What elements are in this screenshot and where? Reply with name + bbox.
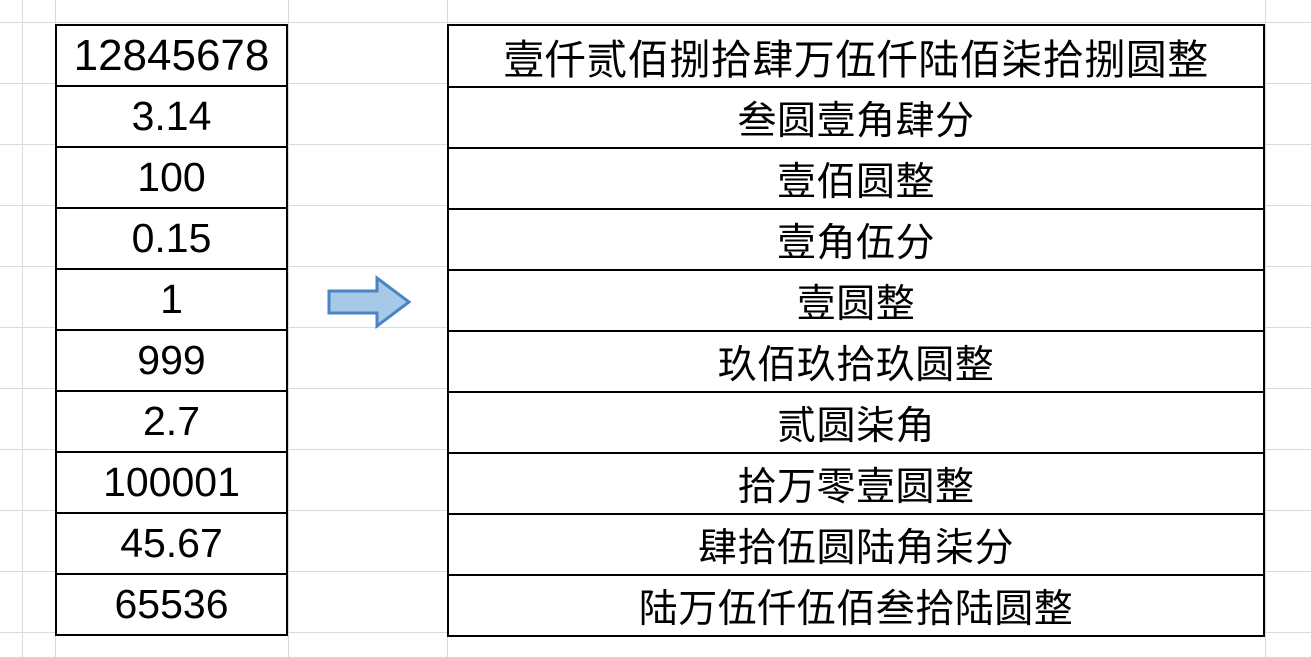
numbers-table-body: 12845678 3.14 100 0.15 1 999 2.7 100001 … — [55, 24, 288, 636]
gridline-vertical — [288, 0, 289, 657]
chinese-amount-cell[interactable]: 玖佰玖拾玖圆整 — [447, 330, 1265, 393]
right-arrow-shape — [327, 275, 412, 329]
chinese-amount-cell[interactable]: 叁圆壹角肆分 — [447, 86, 1265, 149]
table-row: 2.7 — [55, 390, 288, 453]
table-row: 0.15 — [55, 207, 288, 270]
number-cell[interactable]: 1 — [55, 268, 288, 331]
table-row: 肆拾伍圆陆角柒分 — [447, 513, 1265, 576]
number-cell[interactable]: 999 — [55, 329, 288, 392]
chinese-amount-cell[interactable]: 壹佰圆整 — [447, 147, 1265, 210]
chinese-amount-cell[interactable]: 壹圆整 — [447, 269, 1265, 332]
table-row: 100 — [55, 146, 288, 209]
number-cell[interactable]: 3.14 — [55, 85, 288, 148]
table-row: 陆万伍仟伍佰叁拾陆圆整 — [447, 574, 1265, 637]
chinese-amount-cell[interactable]: 拾万零壹圆整 — [447, 452, 1265, 515]
table-row: 壹佰圆整 — [447, 147, 1265, 210]
table-row: 12845678 — [55, 24, 288, 87]
number-cell[interactable]: 100 — [55, 146, 288, 209]
table-row: 壹仟贰佰捌拾肆万伍仟陆佰柒拾捌圆整 — [447, 24, 1265, 88]
gridline-vertical — [1265, 0, 1266, 657]
gridline-horizontal — [0, 22, 1311, 23]
chinese-amount-cell[interactable]: 壹仟贰佰捌拾肆万伍仟陆佰柒拾捌圆整 — [447, 24, 1265, 88]
table-row: 1 — [55, 268, 288, 331]
chinese-amount-cell[interactable]: 壹角伍分 — [447, 208, 1265, 271]
chinese-amount-cell[interactable]: 陆万伍仟伍佰叁拾陆圆整 — [447, 574, 1265, 637]
number-cell[interactable]: 12845678 — [55, 24, 288, 87]
right-arrow-icon — [327, 275, 412, 329]
number-cell[interactable]: 0.15 — [55, 207, 288, 270]
chinese-amount-cell[interactable]: 贰圆柒角 — [447, 391, 1265, 454]
number-cell[interactable]: 2.7 — [55, 390, 288, 453]
number-cell[interactable]: 65536 — [55, 573, 288, 636]
table-row: 玖佰玖拾玖圆整 — [447, 330, 1265, 393]
table-row: 叁圆壹角肆分 — [447, 86, 1265, 149]
table-row: 65536 — [55, 573, 288, 636]
chinese-amount-cell[interactable]: 肆拾伍圆陆角柒分 — [447, 513, 1265, 576]
gridline-vertical — [22, 0, 23, 657]
table-row: 贰圆柒角 — [447, 391, 1265, 454]
table-row: 拾万零壹圆整 — [447, 452, 1265, 515]
table-row: 壹圆整 — [447, 269, 1265, 332]
table-row: 100001 — [55, 451, 288, 514]
chinese-amount-table-body: 壹仟贰佰捌拾肆万伍仟陆佰柒拾捌圆整 叁圆壹角肆分 壹佰圆整 壹角伍分 壹圆整 玖… — [447, 24, 1265, 637]
number-cell[interactable]: 100001 — [55, 451, 288, 514]
number-cell[interactable]: 45.67 — [55, 512, 288, 575]
numbers-table: 12845678 3.14 100 0.15 1 999 2.7 100001 … — [55, 24, 288, 636]
table-row: 45.67 — [55, 512, 288, 575]
table-row: 999 — [55, 329, 288, 392]
arrow-polygon — [327, 275, 412, 329]
chinese-amount-table: 壹仟贰佰捌拾肆万伍仟陆佰柒拾捌圆整 叁圆壹角肆分 壹佰圆整 壹角伍分 壹圆整 玖… — [447, 24, 1265, 637]
table-row: 3.14 — [55, 85, 288, 148]
table-row: 壹角伍分 — [447, 208, 1265, 271]
